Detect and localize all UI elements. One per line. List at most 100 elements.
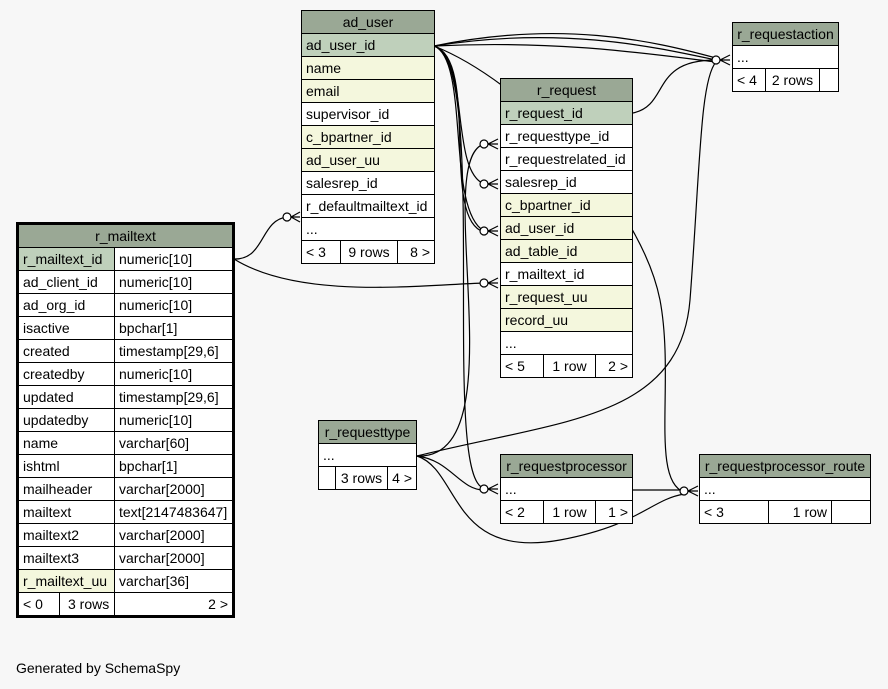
crowfoot-icon (487, 483, 499, 495)
table-title[interactable]: ad_user (301, 10, 435, 34)
column-row: r_requesttype_id (500, 124, 633, 148)
column-name: mailtext3 (17, 546, 115, 570)
link-aduser-requestaction-3 (433, 43, 717, 63)
children-count[interactable] (819, 68, 839, 92)
crowfoot-circle-icon (479, 226, 489, 236)
children-count[interactable]: 4 > (387, 466, 417, 490)
parents-count[interactable]: < 3 (699, 500, 769, 524)
link-requesttype-request (416, 143, 485, 457)
column-row: ad_user_id (301, 33, 435, 57)
column-row: r_defaultmailtext_id (301, 194, 435, 218)
column-type: timestamp[29,6] (114, 339, 234, 363)
row-count: 3 rows (335, 466, 388, 490)
row-count: 1 row (543, 354, 596, 378)
table-ad-user[interactable]: ad_user ad_user_id name email supervisor… (301, 10, 435, 264)
table-r-requestaction[interactable]: r_requestaction ... < 4 2 rows (732, 22, 839, 92)
column-type: numeric[10] (114, 247, 234, 271)
parents-count-label[interactable]: < 0 (19, 593, 60, 615)
table-r-requesttype[interactable]: r_requesttype ... 3 rows 4 > (318, 420, 417, 490)
column-type: bpchar[1] (114, 454, 234, 478)
table-title[interactable]: r_mailtext (17, 223, 234, 248)
crowfoot-icon (487, 178, 499, 190)
column-row: r_request_id (500, 101, 633, 125)
column-type: timestamp[29,6] (114, 385, 234, 409)
crowfoot-circle-icon (282, 212, 292, 222)
table-r-requestprocessor-route[interactable]: r_requestprocessor_route ... < 3 1 row (699, 454, 871, 524)
column-type: varchar[2000] (114, 477, 234, 501)
table-r-requestprocessor[interactable]: r_requestprocessor ... < 2 1 row 1 > (500, 454, 633, 524)
column-type: numeric[10] (114, 270, 234, 294)
column-row: ... (500, 477, 633, 501)
children-count[interactable]: 8 > (397, 240, 435, 264)
link-requesttype-processor (416, 455, 485, 491)
children-count[interactable]: 2 > (595, 354, 633, 378)
crowfoot-icon (687, 485, 699, 497)
column-type: varchar[2000] (114, 523, 234, 547)
crowfoot-icon (487, 277, 499, 289)
link-requesttype-route (416, 455, 685, 544)
crowfoot-circle-icon (479, 139, 489, 149)
table-title[interactable]: r_requestprocessor_route (699, 454, 871, 478)
table-title[interactable]: r_requestprocessor (500, 454, 633, 478)
table-title[interactable]: r_requestaction (732, 22, 839, 46)
table-title[interactable]: r_requesttype (318, 420, 417, 444)
link-aduser-aduserid (433, 45, 485, 233)
column-name: updated (17, 385, 115, 409)
column-type: varchar[60] (114, 431, 234, 455)
crowfoot-circle-icon (479, 278, 489, 288)
link-aduser-requestaction-2 (433, 36, 717, 61)
column-type: numeric[10] (114, 408, 234, 432)
column-type: numeric[10] (114, 362, 234, 386)
parents-count[interactable]: < 2 (500, 500, 544, 524)
column-name: r_mailtext_id (17, 247, 115, 271)
link-request-requestaction (632, 59, 717, 114)
row-count: 9 rows (340, 240, 398, 264)
column-name: mailtext2 (17, 523, 115, 547)
crowfoot-circle-icon (479, 484, 489, 494)
column-name: name (17, 431, 115, 455)
parents-count[interactable]: < 5 (500, 354, 544, 378)
link-aduser-requestaction-1 (433, 32, 717, 59)
children-count[interactable]: 2 > (114, 592, 234, 617)
link-mailtext-request (233, 258, 485, 288)
column-row: email (301, 79, 435, 103)
column-name: ad_org_id (17, 293, 115, 317)
column-row: supervisor_id (301, 102, 435, 126)
column-name: createdby (17, 362, 115, 386)
column-row: ... (699, 477, 871, 501)
column-type: text[2147483647] (114, 500, 234, 524)
column-row: r_mailtext_id (500, 262, 633, 286)
column-row: ... (500, 331, 633, 355)
children-count[interactable] (831, 500, 871, 524)
parents-count[interactable]: < 4 (732, 68, 766, 92)
column-row: ... (732, 45, 839, 69)
column-row: ... (318, 443, 417, 467)
column-name: created (17, 339, 115, 363)
crowfoot-icon (487, 138, 499, 150)
column-row: salesrep_id (301, 171, 435, 195)
link-aduser-cbpartner (433, 45, 485, 232)
column-row: salesrep_id (500, 170, 633, 194)
parents-count[interactable] (318, 466, 336, 490)
column-name: mailheader (17, 477, 115, 501)
column-name: updatedby (17, 408, 115, 432)
crowfoot-circle-icon (679, 486, 689, 496)
column-type: numeric[10] (114, 293, 234, 317)
crowfoot-icon (487, 225, 499, 237)
column-row: ... (301, 217, 435, 241)
column-row: r_request_uu (500, 285, 633, 309)
children-count[interactable]: 1 > (595, 500, 633, 524)
column-name: r_mailtext_uu (17, 569, 115, 593)
parents-count[interactable]: < 3 (301, 240, 341, 264)
column-type: varchar[2000] (114, 546, 234, 570)
crowfoot-icon (290, 211, 301, 223)
column-row: c_bpartner_id (301, 125, 435, 149)
table-r-request[interactable]: r_request r_request_id r_requesttype_id … (500, 78, 633, 378)
link-requesttype-requestaction (416, 61, 717, 457)
table-title[interactable]: r_request (500, 78, 633, 102)
crowfoot-circle-icon (711, 55, 721, 65)
generated-by-label: Generated by SchemaSpy (16, 660, 181, 676)
